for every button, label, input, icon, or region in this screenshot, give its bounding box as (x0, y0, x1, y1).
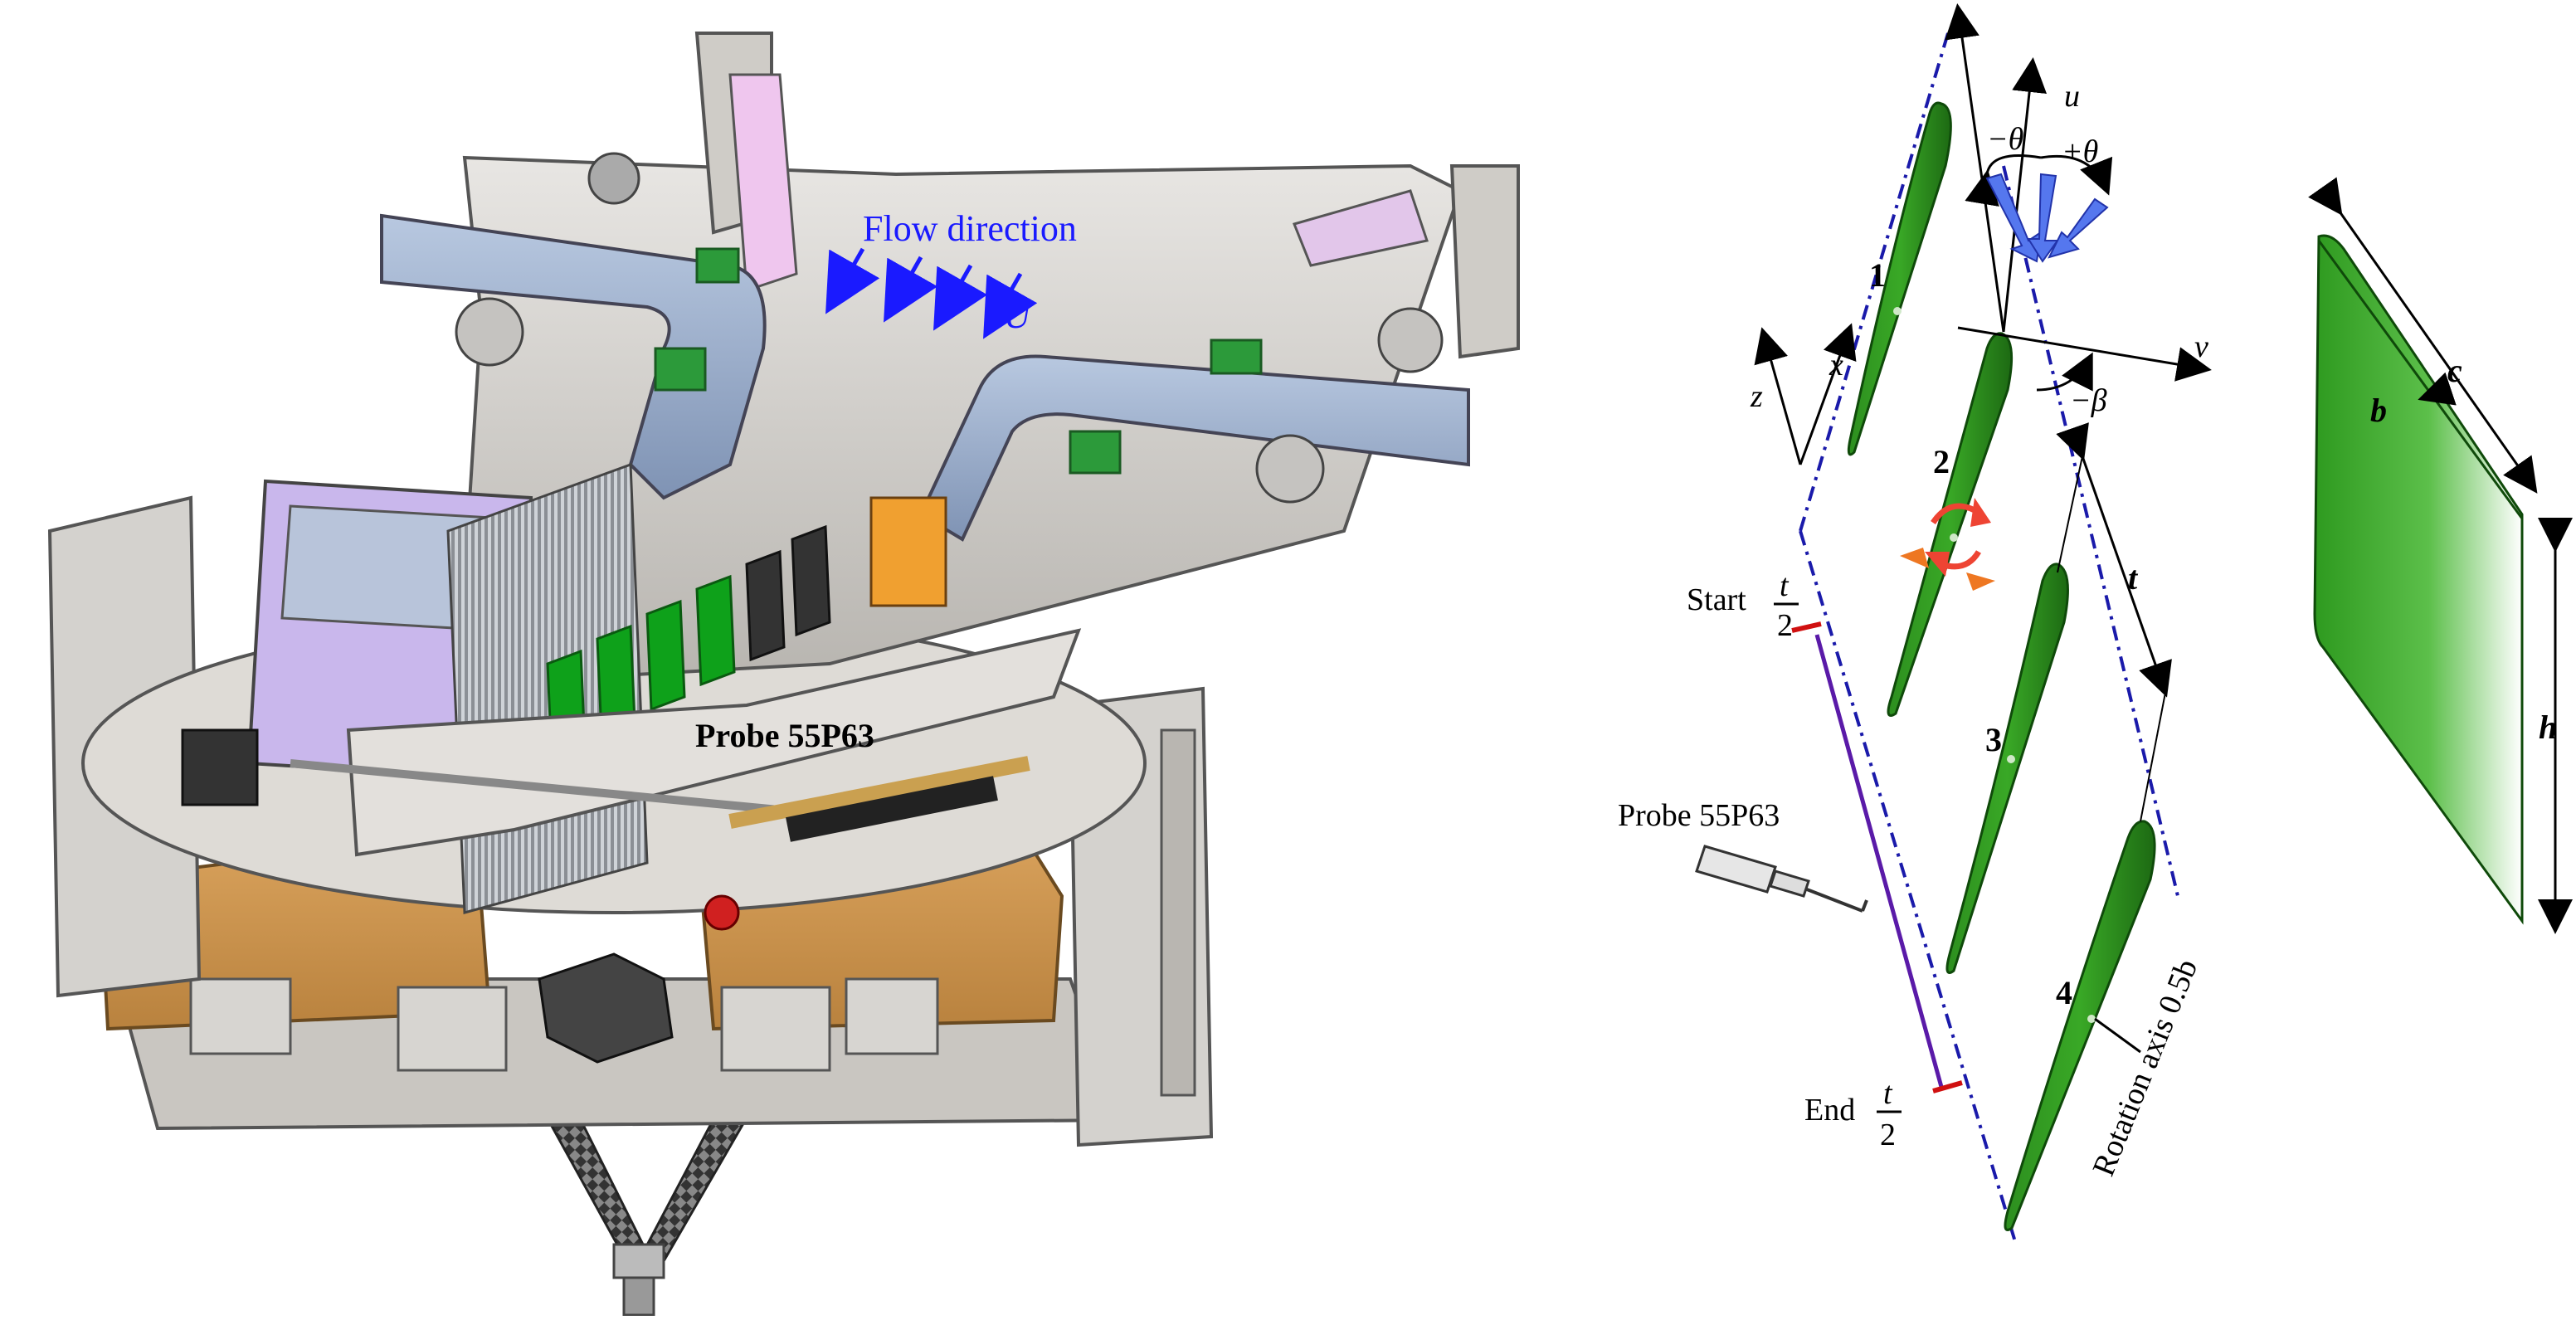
green-clamps (654, 247, 1263, 475)
blade-number-2: 2 (1933, 443, 1950, 480)
start-fraction-den: 2 (1777, 608, 1793, 643)
hot-wire-probe-icon (1695, 845, 1868, 913)
blade-number-3: 3 (1985, 721, 2002, 758)
right-probe-label: Probe 55P63 (1618, 798, 1780, 833)
start-label: Start (1687, 582, 1746, 617)
span-h-label: h (2539, 709, 2557, 746)
span-b-label: b (2370, 392, 2387, 429)
probe-traverse (290, 756, 1030, 842)
rotation-arrows (1900, 498, 1995, 591)
start-marker (1791, 621, 1822, 633)
inlet-line (1799, 530, 2018, 1245)
test-rig-illustration: Flow direction U Probe 55P63 (47, 32, 1520, 1317)
leading-edge-line (1799, 32, 1950, 532)
blade-2 (1887, 332, 2014, 717)
front-plate (346, 628, 1082, 857)
span-c-label: c (2447, 352, 2462, 389)
end-marker (1932, 1080, 1963, 1094)
start-fraction-num: t (1780, 568, 1790, 603)
blade-4 (2004, 820, 2156, 1231)
beta-label: −β (2070, 383, 2107, 418)
xz-axes (1754, 323, 1857, 465)
trailing-edge-line (2002, 165, 2179, 897)
axis-x-label: x (1829, 348, 1843, 382)
blade-number-4: 4 (2056, 974, 2072, 1011)
right-side-wall (1292, 189, 1429, 267)
carbon-tripod (537, 1102, 757, 1317)
flow-direction-arrows (825, 247, 1038, 339)
left-side-wall (728, 73, 798, 293)
end-label: End (1804, 1093, 1855, 1128)
blade-number-1: 1 (1869, 256, 1886, 294)
beta-arc (2036, 352, 2093, 392)
inflow-angle-arrows (1965, 154, 2113, 263)
probe-mount (869, 496, 947, 607)
pitch-dimension (2056, 422, 2172, 822)
axis-u-label: u (2064, 79, 2080, 114)
end-fraction-num: t (1883, 1076, 1893, 1111)
pitch-label: t (2128, 559, 2139, 597)
cascade-schematic: 1 2 3 4 x z u v −β −θ +θ (1618, 3, 2573, 1245)
traverse-line (1814, 634, 1944, 1088)
axis-z-label: z (1750, 379, 1763, 414)
velocity-label: U (1004, 295, 1033, 336)
blade-1 (1847, 101, 1952, 456)
theta-plus-label: +θ (2062, 134, 2098, 169)
theta-minus-label: −θ (1987, 122, 2023, 157)
adjustment-knobs (455, 152, 1444, 504)
axis-v-label: v (2194, 329, 2208, 364)
stepper-motor (181, 728, 740, 1064)
end-fraction-den: 2 (1880, 1118, 1896, 1152)
blade-span-view (2308, 177, 2573, 934)
left-probe-label: Probe 55P63 (695, 717, 874, 754)
lower-brackets (189, 977, 939, 1072)
blade-3 (1945, 563, 2069, 974)
flow-direction-label: Flow direction (863, 208, 1077, 249)
